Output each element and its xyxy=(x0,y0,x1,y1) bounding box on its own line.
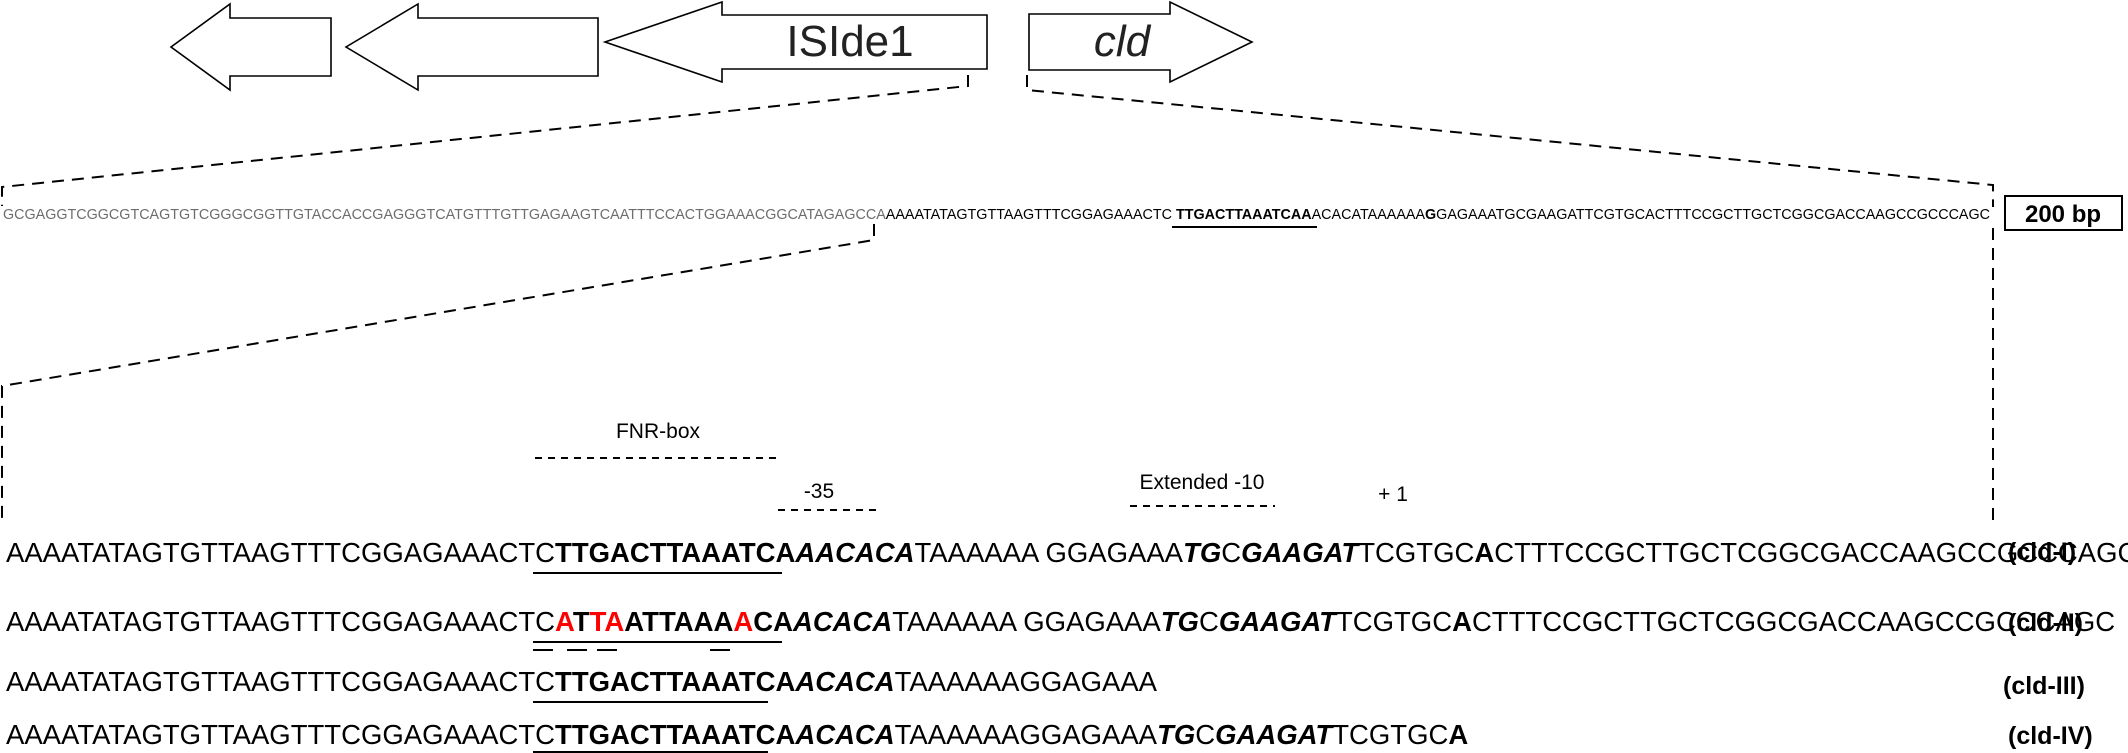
cld-ii-plus1: A xyxy=(1452,606,1472,637)
cld-iv-mid: TAAAAAAGGAGAAA xyxy=(895,719,1158,750)
cld-ii-gaagat: GAAGAT xyxy=(1219,606,1338,637)
variant-row-cld-i: AAAATATAGTGTTAAGTTTCGGAGAAACTCTTGACTTAAA… xyxy=(6,537,2128,574)
cld-iv-acaca: ACACA xyxy=(794,719,894,750)
isl-transposase-arrow xyxy=(602,0,988,84)
cld-i-mid: TAAAAAA GGAGAAA xyxy=(915,537,1184,568)
mutated-base: A xyxy=(555,606,575,637)
cld-iv-label: (cld-IV) xyxy=(2008,722,2093,750)
cld-iii-prefix: AAAATATAGTGTTAAGTTTCGGAGAAACTC xyxy=(6,666,555,697)
cld-ii-tg: TG xyxy=(1161,606,1199,637)
upstream-segment-1: AAAATATAGTGTTAAGTTTCGGAGAAACTC xyxy=(886,207,1176,223)
upstream-sequence: GCGAGGTCGGCGTCAGTGTCGGGCGGTTGTACCACCGAGG… xyxy=(3,207,1990,223)
cld-iv-prefix: AAAATATAGTGTTAAGTTTCGGAGAAACTC xyxy=(6,719,555,750)
upstream-fnr-box: TTGACTTAAATCAA xyxy=(1176,207,1312,223)
orf-arrow-small xyxy=(169,2,332,92)
cld-ii-label: (cld-II) xyxy=(2008,609,2083,637)
cld-iv-a-end: A xyxy=(1448,719,1468,750)
svg-text:AAAATATAGTGTTAAGTTTCGGAGAAACTC: AAAATATAGTGTTAAGTTTCGGAGAAACTCTTGACTTAAA… xyxy=(6,719,1468,750)
zoom-lines-bottom xyxy=(1,224,1994,525)
cld-iii-suffix: TAAAAAAGGAGAAA xyxy=(895,666,1158,697)
cld-iii-acaca: ACACA xyxy=(794,666,894,697)
gene-map xyxy=(169,0,1254,92)
cld-iii-label: (cld-III) xyxy=(2003,672,2085,700)
mutated-base: T xyxy=(590,606,607,637)
box-base: A xyxy=(674,606,694,637)
upstream-bold-g: G xyxy=(1425,207,1436,223)
upstream-segment-3: GAGAAATGCGAAGATTCGTGCACTTTCCGCTTGCTCGGCG… xyxy=(1436,207,1990,223)
cld-iv-c: C xyxy=(1195,719,1215,750)
cld-ii-c: C xyxy=(1199,606,1219,637)
mutated-base: A xyxy=(733,606,753,637)
upstream-segment-2: ACACATAAAAAA xyxy=(1312,207,1426,223)
box-base: A xyxy=(694,606,714,637)
cld-i-tg: TG xyxy=(1183,537,1221,568)
cld-ii-tcgtgc: TCGTGC xyxy=(1336,606,1452,637)
variant-row-cld-iii: AAAATATAGTGTTAAGTTTCGGAGAAACTCTTGACTTAAA… xyxy=(6,666,2085,703)
box-base: A xyxy=(624,606,644,637)
cld-iv-tg: TG xyxy=(1157,719,1195,750)
svg-text:AAAATATAGTGTTAAGTTTCGGAGAAACTC: AAAATATAGTGTTAAGTTTCGGAGAAACTCTTGACTTAAA… xyxy=(6,666,1158,697)
cld-ii-suffix: CTTTCCGCTTGCTCGGCGACCAAGCCGCCCAGC xyxy=(1472,606,2115,637)
upstream-grey-segment: GCGAGGTCGGCGTCAGTGTCGGGCGGTTGTACCACCGAGG… xyxy=(3,207,886,223)
fnr-box-label: FNR-box xyxy=(616,420,701,443)
cld-i-acaca: ACACA xyxy=(814,537,914,568)
cld-i-fnr-box: TTGACTTAAATCA xyxy=(555,537,795,568)
zoom-lines-top xyxy=(1,75,1994,207)
cld-iii-fnr-box: TTGACTTAAATCA xyxy=(555,666,795,697)
cld-i-label: (cld-I) xyxy=(2008,538,2076,566)
variant-row-cld-iv: AAAATATAGTGTTAAGTTTCGGAGAAACTCTTGACTTAAA… xyxy=(6,719,2093,753)
cld-iv-gaagat: GAAGAT xyxy=(1215,719,1334,750)
cld-i-suffix: CTTTCCGCTTGCTCGGCGACCAAGCCGCCCAGC xyxy=(1494,537,2128,568)
extended-minus10-label: Extended -10 xyxy=(1140,471,1265,494)
cld-iv-tcgtgc: TCGTGC xyxy=(1332,719,1448,750)
box-base: T xyxy=(659,606,676,637)
minus35-label: -35 xyxy=(804,480,834,503)
orf-arrow-medium xyxy=(344,2,599,92)
isl-transposase-label: ISIde1 xyxy=(786,17,913,66)
box-base: A xyxy=(713,606,733,637)
variant-row-cld-ii: AAAATATAGTGTTAAGTTTCGGAGAAACTCATTAATTAAA… xyxy=(6,606,2115,651)
cld-i-tcgtgc: TCGTGC xyxy=(1358,537,1474,568)
box-base: T xyxy=(573,606,590,637)
cld-ii-mid: TAAAAAA GGAGAAA xyxy=(892,606,1161,637)
svg-text:AAAATATAGTGTTAAGTTTCGGAGAAACTC: AAAATATAGTGTTAAGTTTCGGAGAAACTCATTAATTAAA… xyxy=(6,606,2115,637)
svg-text:AAAATATAGTGTTAAGTTTCGGAGAAACTC: AAAATATAGTGTTAAGTTTCGGAGAAACTCTTGACTTAAA… xyxy=(6,537,2128,568)
cld-i-c: C xyxy=(1221,537,1241,568)
plus1-label: + 1 xyxy=(1378,483,1408,506)
cld-ii-mutated-box: ATTAATTAAAACA xyxy=(555,606,793,637)
box-base: T xyxy=(642,606,659,637)
box-base: C xyxy=(753,606,773,637)
cld-gene-arrow xyxy=(1028,0,1254,84)
box-base: A xyxy=(773,606,793,637)
cld-i-prefix: AAAATATAGTGTTAAGTTTCGGAGAAACTC xyxy=(6,537,555,568)
cld-gene-label: cld xyxy=(1094,17,1152,66)
cld-iv-fnr-box: TTGACTTAAATCA xyxy=(555,719,795,750)
mutated-base: A xyxy=(604,606,624,637)
cld-ii-acaca: ACACA xyxy=(792,606,892,637)
cld-i-plus1: A xyxy=(1474,537,1494,568)
cld-ii-prefix: AAAATATAGTGTTAAGTTTCGGAGAAACTC xyxy=(6,606,555,637)
scale-label: 200 bp xyxy=(2025,201,2101,228)
cld-i-gaagat: GAAGAT xyxy=(1241,537,1360,568)
cld-i-box-tail: A xyxy=(794,537,815,568)
scale-box xyxy=(2004,195,2123,231)
